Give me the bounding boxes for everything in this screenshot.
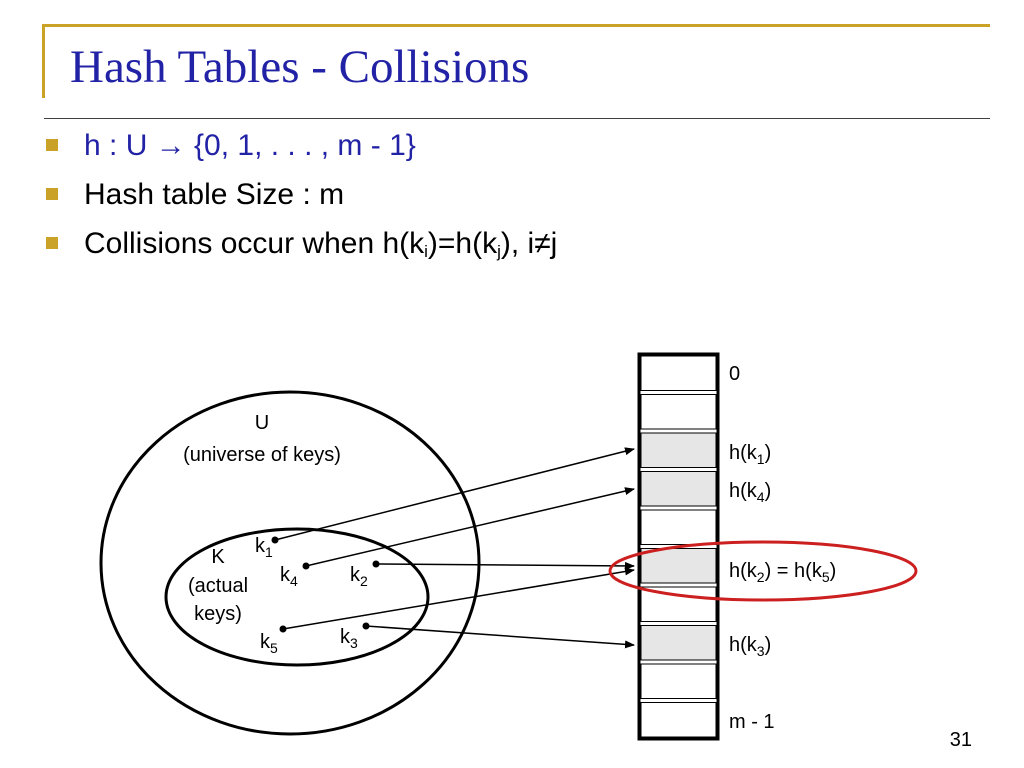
table-slot-3 <box>640 471 717 507</box>
hash-table <box>637 352 720 741</box>
bullet-square-icon <box>46 188 58 200</box>
bullet-hash-function: h : U → {0, 1, . . . , m - 1} <box>46 124 557 173</box>
title-underline <box>44 118 990 119</box>
actual-keys-caption-line1: (actual <box>188 575 248 597</box>
key-label-k3: k3 <box>340 626 358 651</box>
key-dot-k4 <box>302 562 310 570</box>
table-slot-0 <box>640 355 717 391</box>
actual-keys-label: K <box>211 546 225 568</box>
universe-ellipse <box>99 390 481 736</box>
arrow-k3 <box>365 625 635 649</box>
slot-label-h-k1: h(k1) <box>729 442 771 467</box>
bullet-text-part: Collisions occur when h(k <box>84 227 425 260</box>
actual-keys-caption-line2: keys) <box>194 603 242 625</box>
key-dot-k3 <box>362 622 370 630</box>
key-dot-k2 <box>372 560 380 568</box>
bullet-subscript-j: j <box>497 242 501 261</box>
table-slot-1 <box>640 394 717 430</box>
arrow-k1 <box>274 447 635 541</box>
bullet-square-icon <box>46 237 58 249</box>
key-label-k2: k2 <box>350 564 368 589</box>
table-slot-7 <box>640 625 717 661</box>
collision-highlight-ellipse <box>608 540 918 602</box>
table-slot-2 <box>640 432 717 468</box>
actual-keys-ellipse <box>164 527 430 667</box>
slot-label-zero: 0 <box>729 363 740 385</box>
key-dot-k5 <box>279 625 287 633</box>
title-frame-left-line <box>42 24 45 98</box>
key-dot-k1 <box>271 536 279 544</box>
slot-label-last: m - 1 <box>729 711 775 733</box>
table-slot-5 <box>640 548 717 584</box>
slot-label-collision: h(k2) = h(k5) <box>729 560 836 585</box>
bullet-text: Hash table Size : m <box>84 178 345 211</box>
bullet-list: h : U → {0, 1, . . . , m - 1} Hash table… <box>46 124 557 271</box>
slot-label-h-k4: h(k4) <box>729 480 771 505</box>
arrow-k2 <box>375 561 635 570</box>
key-label-k4: k4 <box>280 564 298 589</box>
arrow-k4 <box>305 487 635 567</box>
slide-title: Hash Tables - Collisions <box>70 41 530 93</box>
arrow-k5 <box>282 567 635 630</box>
key-label-k5: k5 <box>260 631 278 656</box>
key-label-k1: k1 <box>255 535 273 560</box>
table-slot-8 <box>640 663 717 699</box>
bullet-table-size: Hash table Size : m <box>46 173 557 222</box>
bullet-text-part: )=h(k <box>427 227 498 260</box>
bullet-text-part: ), i≠j <box>500 227 558 260</box>
bullet-collision-condition: Collisions occur when h(ki)=h(kj), i≠j <box>46 222 557 271</box>
title-frame-top-line <box>42 24 990 27</box>
bullet-square-icon <box>46 139 58 151</box>
bullet-text: h : U → {0, 1, . . . , m - 1} <box>84 129 416 162</box>
bullet-subscript-i: i <box>424 242 428 261</box>
universe-caption: (universe of keys) <box>183 444 341 466</box>
table-slot-9 <box>640 702 717 738</box>
page-number: 31 <box>949 729 972 751</box>
slot-label-h-k3: h(k3) <box>729 634 771 659</box>
table-slot-4 <box>640 509 717 545</box>
universe-label: U <box>255 412 269 434</box>
table-outline <box>637 352 720 741</box>
